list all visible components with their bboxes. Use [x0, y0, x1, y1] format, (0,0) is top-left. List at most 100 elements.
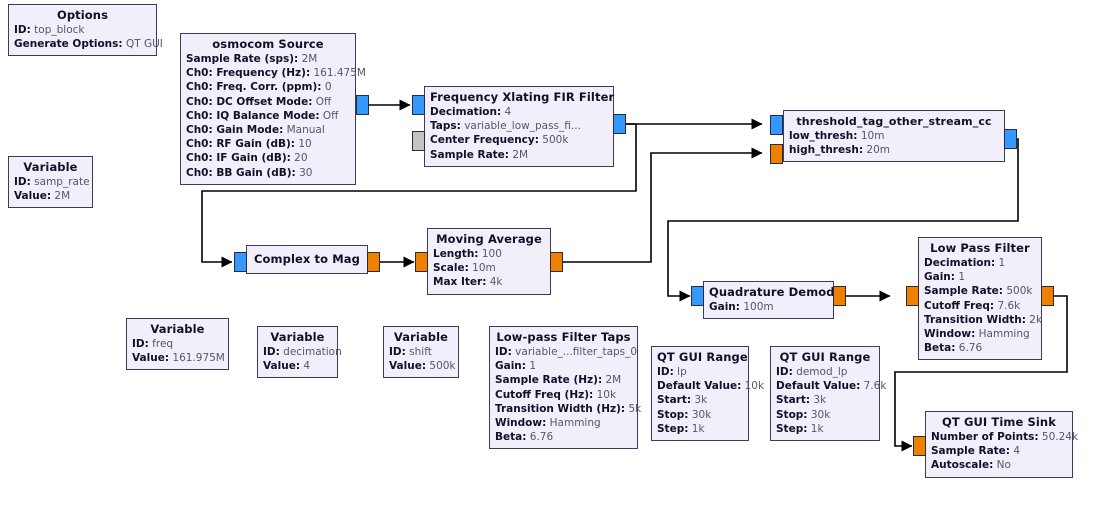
block-freq-xlating-fir-filter[interactable]: Frequency Xlating FIR Filter Decimation:… [424, 86, 614, 167]
port-movingaverage-out0[interactable] [550, 252, 563, 272]
param-row: Taps: variable_low_pass_fi... [430, 120, 581, 133]
param-value: Manual [286, 124, 325, 137]
block-quadrature-demod[interactable]: Quadrature Demod Gain: 100m [703, 281, 835, 320]
param-row: ID: demod_lp [776, 366, 848, 378]
param-value: freq [152, 338, 174, 350]
port-movingaverage-in0[interactable] [415, 252, 428, 272]
block-qt-gui-range-demod-lp[interactable]: QT GUI Range ID: demod_lp Default Value:… [770, 346, 887, 442]
param-row: ID: variable_...filter_taps_0 [495, 346, 638, 358]
param-value: 3k [813, 394, 827, 407]
param-row: Ch0: Freq. Corr. (ppm): 0 [186, 81, 332, 94]
param-row: ID: samp_rate [14, 176, 90, 188]
param-value: 10m [860, 130, 885, 142]
wire-movingaverage-to-threshold [562, 147, 763, 263]
port-osmocom-out0[interactable] [356, 95, 369, 115]
param-value: 100 [481, 248, 502, 260]
block-variable-freq[interactable]: Variable ID: freq Value: 161.975M [126, 318, 229, 371]
block-title: osmocom Source [212, 37, 324, 51]
block-variable-decimation[interactable]: Variable ID: decimation Value: 4 [257, 326, 342, 379]
param-row: Ch0: IQ Balance Mode: Off [186, 109, 339, 122]
param-value: 2k [1029, 313, 1043, 326]
param-value: 20m [866, 144, 890, 157]
param-value: 10k [596, 388, 617, 401]
param-row: Transition Width: 2k [924, 313, 1043, 326]
port-lowpass-out0[interactable] [1041, 286, 1054, 306]
port-complextomag-out0[interactable] [367, 252, 380, 272]
block-options[interactable]: Options ID: top_block Generate Options: … [8, 4, 163, 57]
block-title: Frequency Xlating FIR Filter [430, 90, 615, 104]
block-moving-average[interactable]: Moving Average Length: 100 Scale: 10m Ma… [427, 228, 551, 295]
param-value: top_block [34, 24, 85, 36]
param-row: Generate Options: QT GUI [14, 38, 163, 51]
param-value: 4k [489, 276, 503, 289]
param-value: 6.76 [958, 342, 983, 355]
param-row: Stop: 30k [657, 408, 712, 421]
param-value: Hamming [549, 417, 601, 430]
block-qt-gui-time-sink[interactable]: QT GUI Time Sink Number of Points: 50.24… [925, 411, 1079, 478]
param-value: 4 [1013, 445, 1021, 458]
param-value: 30 [299, 166, 313, 179]
port-threshold-out0[interactable] [1004, 129, 1017, 149]
port-xlating-in0[interactable] [412, 95, 425, 115]
param-row: Value: 2M [14, 190, 71, 203]
block-osmocom-source[interactable]: osmocom Source Sample Rate (sps): 2M Ch0… [180, 33, 366, 185]
param-row: Step: 1k [776, 422, 824, 435]
block-title: Options [56, 8, 109, 22]
block-threshold-tag-other-stream-cc[interactable]: threshold_tag_other_stream_cc low_thresh… [783, 110, 1005, 163]
param-value: 2M [512, 148, 529, 161]
block-title: Low-pass Filter Taps [496, 330, 631, 344]
param-value: 0 [324, 81, 332, 94]
param-value: QT GUI [125, 38, 163, 51]
param-row: low_thresh: 10m [789, 130, 885, 142]
port-threshold-in0[interactable] [770, 115, 783, 135]
param-value: 20 [294, 152, 308, 165]
block-title: Moving Average [436, 232, 542, 246]
block-qt-gui-range-lp[interactable]: QT GUI Range ID: lp Default Value: 10k S… [651, 346, 764, 442]
param-row: Gain: 100m [709, 301, 774, 313]
param-row: Ch0: DC Offset Mode: Off [186, 95, 332, 108]
param-value: 500k [429, 360, 456, 373]
param-row: Sample Rate (sps): 2M [186, 53, 318, 65]
port-lowpass-in0[interactable] [906, 286, 919, 306]
block-complex-to-mag[interactable]: Complex to Mag [246, 245, 368, 274]
param-row: Ch0: IF Gain (dB): 20 [186, 152, 308, 165]
param-row: Cutoff Freq (Hz): 10k [495, 388, 617, 401]
port-xlating-in-message[interactable] [412, 131, 425, 151]
param-value: 100m [743, 301, 774, 313]
param-row: ID: lp [657, 366, 687, 378]
port-timesink-in0[interactable] [913, 436, 926, 456]
param-row: Number of Points: 50.24k [931, 431, 1079, 443]
param-value: 500k [542, 134, 569, 147]
param-value: 10k [744, 380, 765, 393]
param-row: Cutoff Freq: 7.6k [924, 299, 1021, 312]
param-row: Length: 100 [433, 248, 502, 260]
port-threshold-in1[interactable] [770, 144, 783, 164]
param-row: Sample Rate (Hz): 2M [495, 374, 622, 387]
param-value: 50.24k [1041, 431, 1079, 443]
port-quaddemod-out0[interactable] [833, 286, 846, 306]
param-row: Sample Rate: 4 [931, 445, 1021, 458]
param-value: 1k [691, 422, 705, 435]
port-xlating-out0[interactable] [613, 114, 626, 134]
param-value: Off [315, 95, 332, 108]
param-value: Hamming [978, 328, 1030, 341]
param-value: 161.475M [313, 67, 366, 80]
param-row: Default Value: 7.6k [776, 380, 887, 393]
block-variable-shift[interactable]: Variable ID: shift Value: 500k [383, 326, 459, 379]
param-value: 1 [998, 257, 1006, 269]
param-value: 500k [1006, 285, 1033, 298]
block-low-pass-filter[interactable]: Low Pass Filter Decimation: 1 Gain: 1 Sa… [918, 237, 1043, 361]
block-variable-samp-rate[interactable]: Variable ID: samp_rate Value: 2M [8, 156, 93, 209]
block-title: Variable [270, 330, 325, 344]
block-low-pass-filter-taps[interactable]: Low-pass Filter Taps ID: variable_...fil… [489, 326, 641, 450]
port-complextomag-in0[interactable] [234, 252, 247, 272]
block-title: Complex to Mag [254, 252, 360, 266]
port-quaddemod-in0[interactable] [691, 286, 704, 306]
param-value: 2M [301, 53, 318, 65]
param-row: Ch0: Frequency (Hz): 161.475M [186, 67, 366, 80]
param-row: Center Frequency: 500k [430, 134, 569, 147]
param-row: Value: 4 [263, 360, 311, 373]
block-title: Variable [23, 160, 78, 174]
param-value: 1 [958, 271, 966, 284]
